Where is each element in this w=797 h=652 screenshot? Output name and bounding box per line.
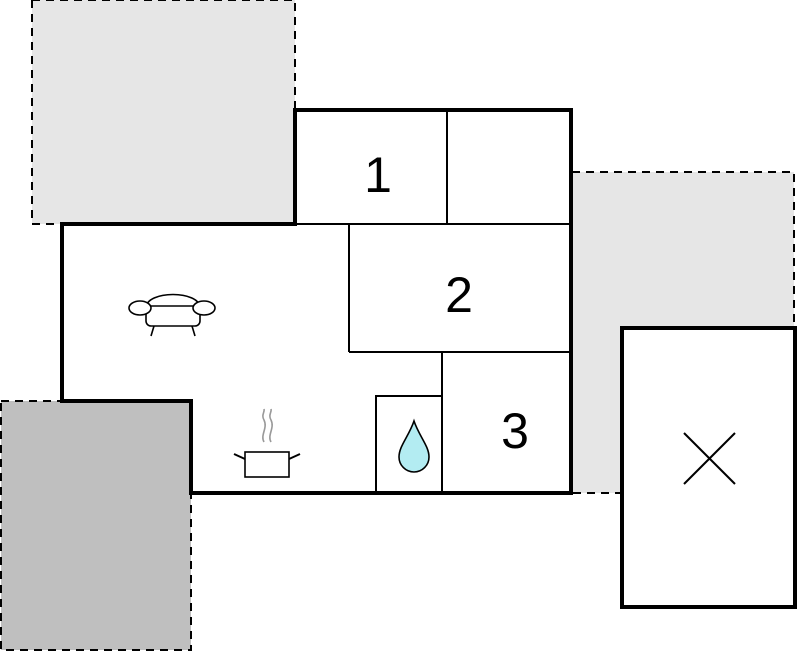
house-outline [60, 108, 573, 495]
water-drop-icon [398, 418, 430, 473]
room-2-label: 2 [445, 267, 473, 323]
cross-mark-icon [683, 432, 736, 485]
terrace-top-left [31, 0, 296, 225]
room-1-label: 1 [364, 147, 392, 203]
interior-walls [295, 110, 571, 493]
sofa-icon [128, 293, 216, 337]
terrace-bottom-left [0, 400, 192, 651]
room-3-label: 3 [501, 403, 529, 459]
carport [620, 326, 797, 609]
cooking-pot-icon [233, 408, 301, 478]
